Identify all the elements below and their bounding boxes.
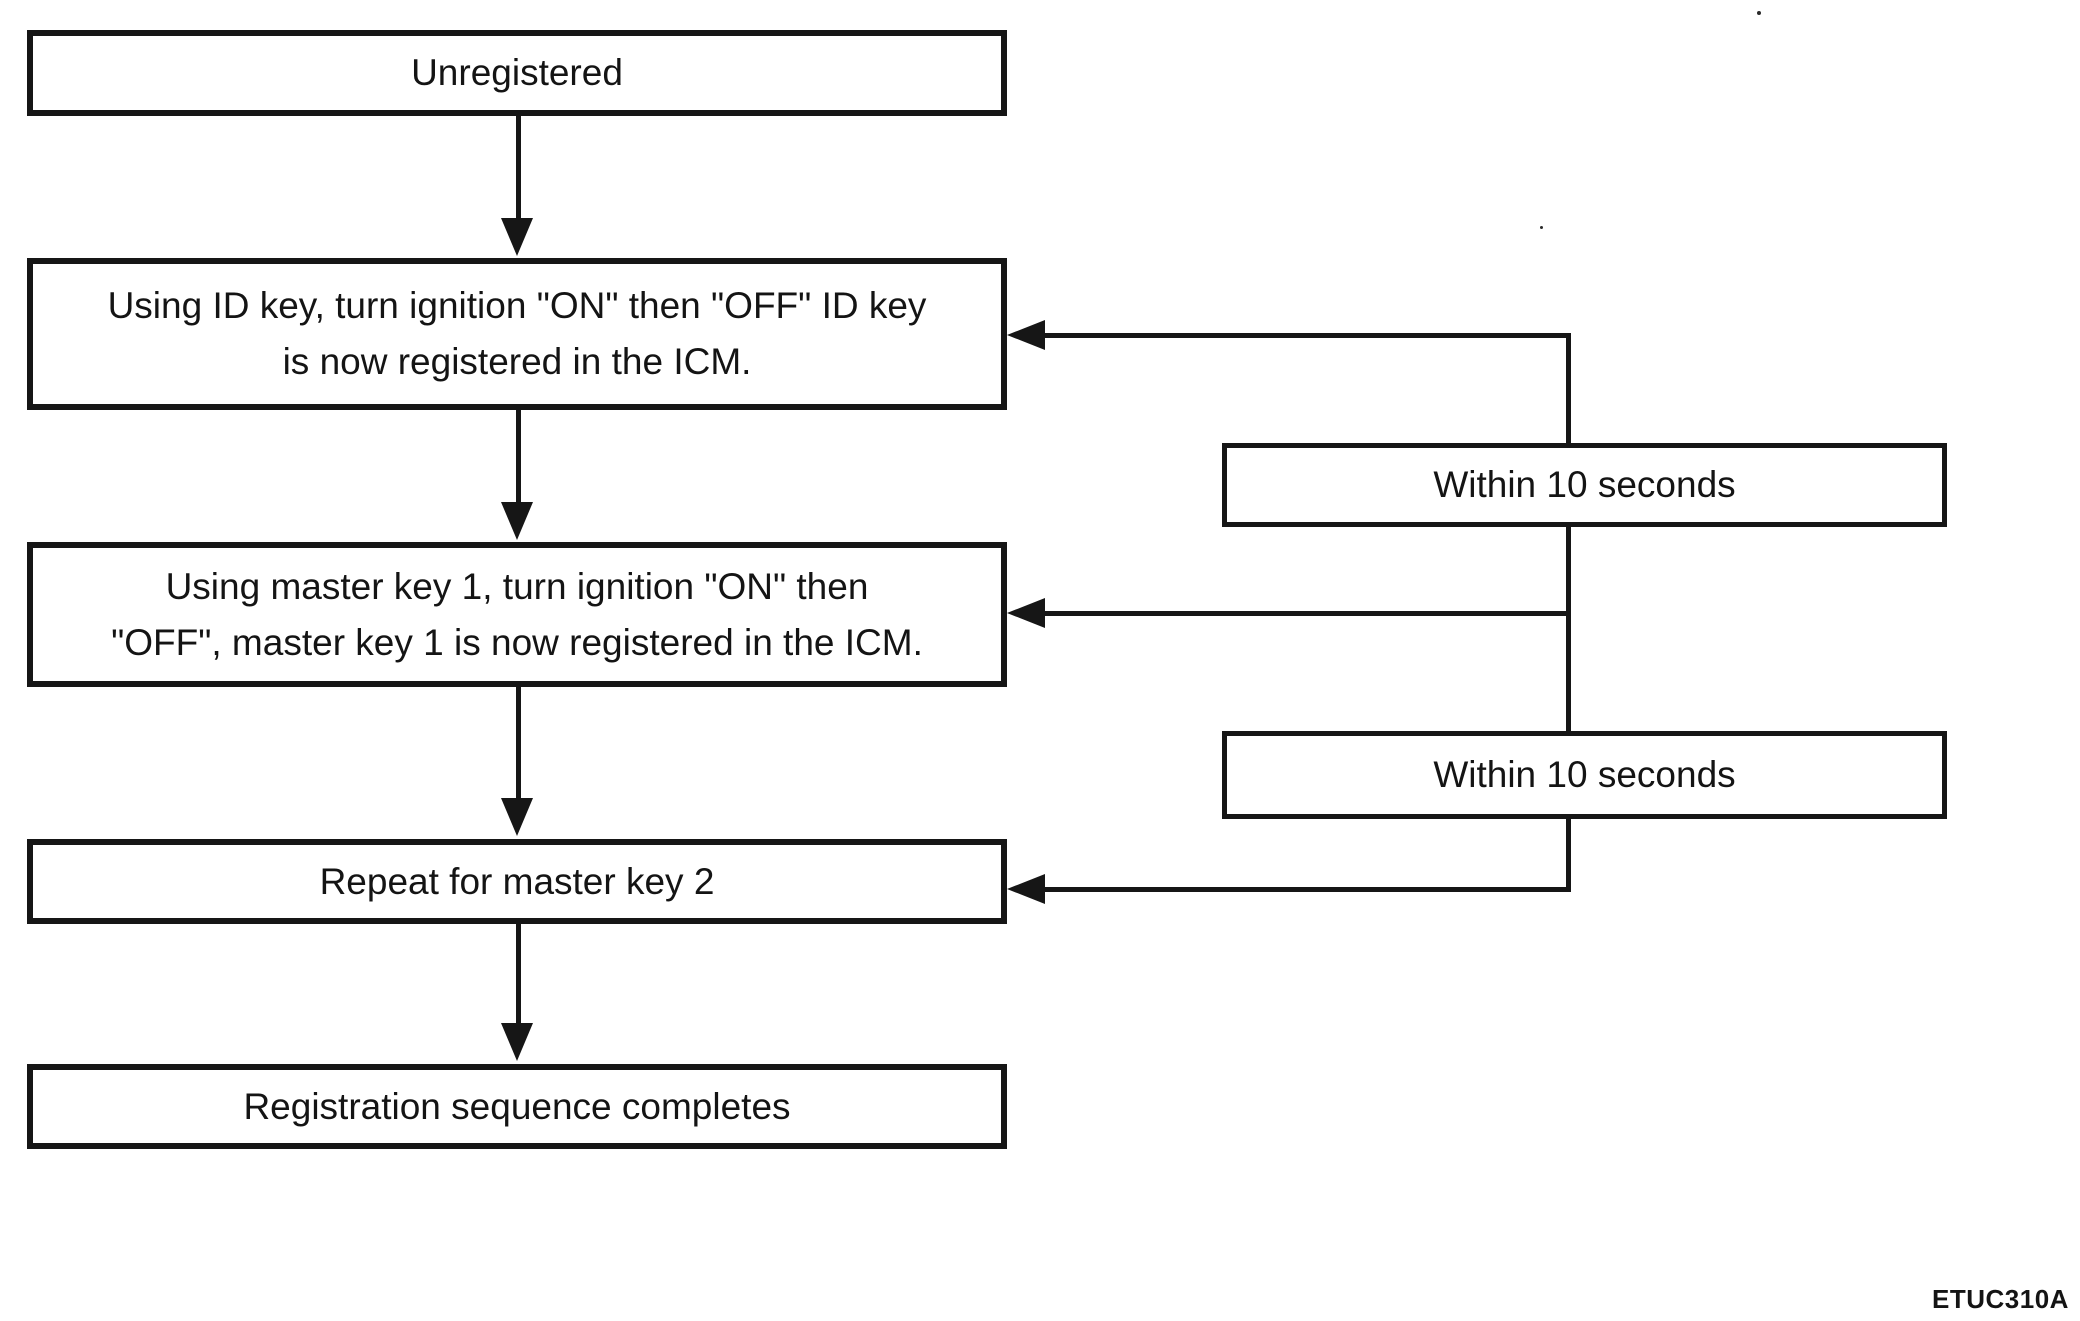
timing-box-2-label: Within 10 seconds [1433,754,1736,795]
connector-line-branch-1 [1040,333,1571,338]
arrowhead-down-1-icon [501,218,533,256]
connector-line-branch-2 [1040,611,1571,616]
flow-box-unregistered-label: Unregistered [411,52,623,93]
connector-line-branch-3 [1040,887,1571,892]
connector-line-down-4 [516,922,521,1026]
arrowhead-down-4-icon [501,1023,533,1061]
flow-box-master-key-1-line1: Using master key 1, turn ignition "ON" t… [165,565,869,607]
flow-box-repeat-master-key-2: Repeat for master key 2 [27,839,1007,924]
timing-box-1-label: Within 10 seconds [1433,464,1736,505]
arrowhead-left-2-icon [1007,598,1045,628]
flow-box-registration-completes-label: Registration sequence completes [243,1085,791,1127]
arrowhead-left-3-icon [1007,874,1045,904]
flow-box-repeat-master-key-2-label: Repeat for master key 2 [319,860,715,902]
connector-line-down-3 [516,685,521,801]
scan-speck [1757,11,1761,15]
timing-box-within-10-seconds-1: Within 10 seconds [1222,443,1947,527]
arrowhead-left-1-icon [1007,320,1045,350]
flow-box-registration-completes: Registration sequence completes [27,1064,1007,1149]
flow-box-id-key-line1: Using ID key, turn ignition "ON" then "O… [107,285,927,326]
arrowhead-down-3-icon [501,798,533,836]
flow-box-master-key-1: Using master key 1, turn ignition "ON" t… [27,542,1007,687]
figure-code: ETUC310A [1932,1284,2069,1314]
arrowhead-down-2-icon [501,502,533,540]
timing-box-within-10-seconds-2: Within 10 seconds [1222,731,1947,819]
flow-box-id-key-line2: is now registered in the ICM. [282,341,752,382]
connector-line-down-1 [516,114,521,222]
connector-line-down-2 [516,408,521,506]
flow-box-master-key-1-line2: "OFF", master key 1 is now registered in… [111,621,923,663]
flow-box-id-key: Using ID key, turn ignition "ON" then "O… [27,258,1007,410]
flow-box-unregistered: Unregistered [27,30,1007,116]
scan-speck [1540,226,1543,229]
